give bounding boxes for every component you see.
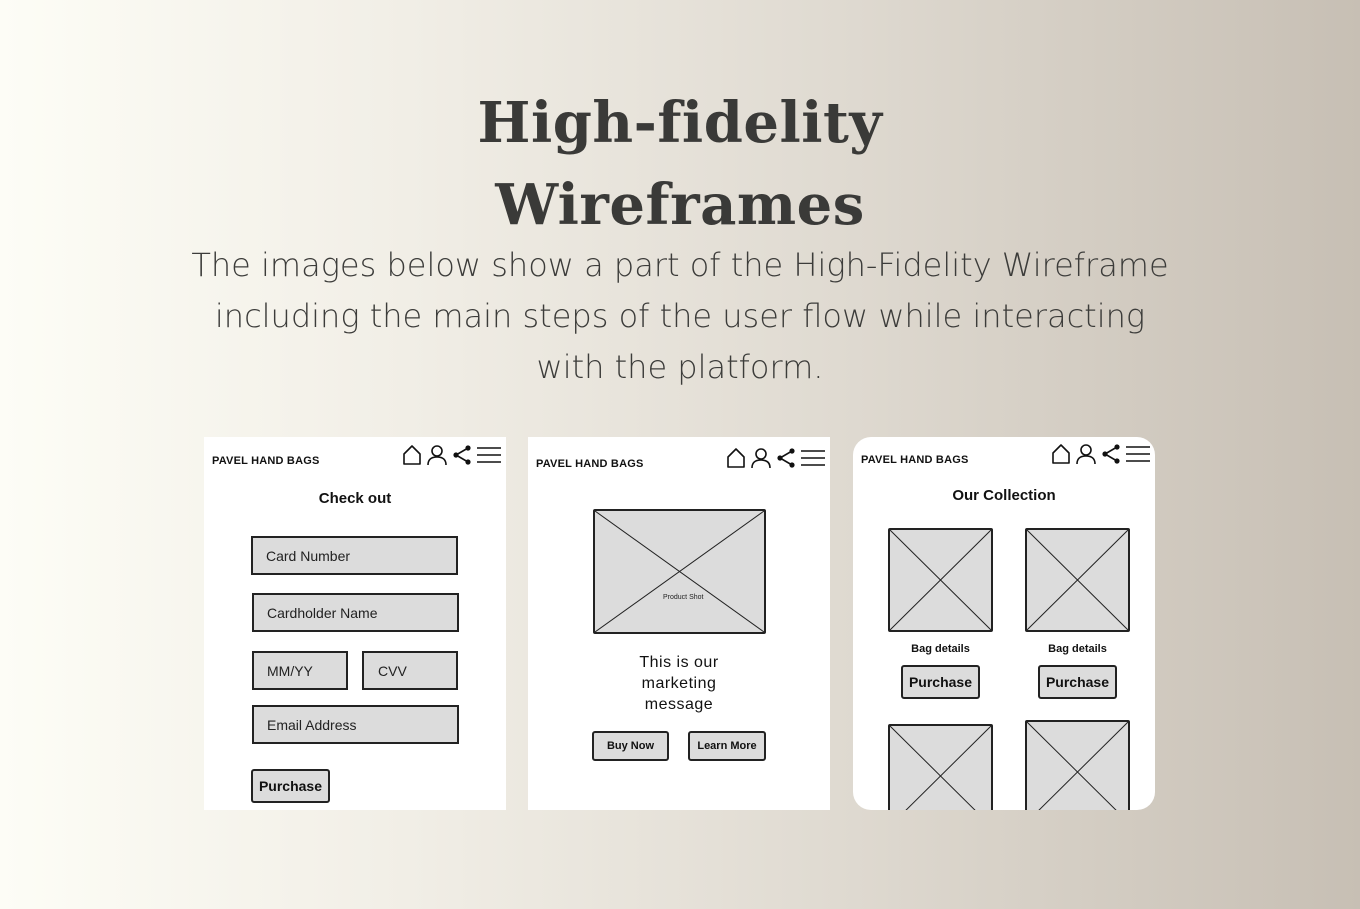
expiry-field[interactable]: MM/YY [252,651,348,690]
nav-icons [402,444,502,466]
email-placeholder: Email Address [267,716,357,733]
learn-more-button[interactable]: Learn More [688,731,766,761]
home-icon[interactable] [1051,443,1071,465]
product-shot-label: Product Shot [663,594,704,601]
cvv-field[interactable]: CVV [362,651,458,690]
home-icon[interactable] [726,447,746,469]
heading-line-1: High-fidelity [477,89,883,156]
card-number-field[interactable]: Card Number [251,536,458,575]
marketing-message: This is our marketing message [528,652,830,715]
nav-icons [1051,443,1151,465]
menu-icon[interactable] [1125,443,1151,465]
marketing-line-1: This is our [639,654,719,671]
checkout-screen: PAVEL HAND BAGS Check out Card Number Ca… [204,437,506,810]
product-shot-placeholder: Product Shot [593,509,766,634]
heading-line-2: Wireframes [495,171,865,238]
user-icon[interactable] [750,447,772,469]
purchase-button[interactable]: Purchase [251,769,330,803]
user-icon[interactable] [1075,443,1097,465]
bag-details-caption: Bag details [911,643,970,655]
purchase-button[interactable]: Purchase [901,665,980,699]
email-field[interactable]: Email Address [252,705,459,744]
cardholder-name-field[interactable]: Cardholder Name [252,593,459,632]
brand-name: PAVEL HAND BAGS [536,458,644,470]
menu-icon[interactable] [476,444,502,466]
nav-icons [726,447,826,469]
bag-details-caption: Bag details [1048,643,1107,655]
bag-image-placeholder[interactable] [888,724,993,810]
share-icon[interactable] [1101,443,1121,465]
collection-screen: PAVEL HAND BAGS Our Collection Bag detai… [853,437,1155,810]
home-screen: PAVEL HAND BAGS Product Shot This is our… [528,437,830,810]
bag-image-placeholder[interactable] [1025,528,1130,632]
user-icon[interactable] [426,444,448,466]
share-icon[interactable] [776,447,796,469]
collection-title: Our Collection [952,487,1056,504]
cvv-placeholder: CVV [378,662,407,679]
menu-icon[interactable] [800,447,826,469]
page-heading: High-fidelity Wireframes [0,82,1360,246]
share-icon[interactable] [452,444,472,466]
expiry-placeholder: MM/YY [267,662,313,679]
cardholder-name-placeholder: Cardholder Name [267,604,378,621]
card-number-placeholder: Card Number [266,547,351,564]
brand-name: PAVEL HAND BAGS [861,454,969,466]
brand-name: PAVEL HAND BAGS [212,455,320,467]
purchase-button[interactable]: Purchase [1038,665,1117,699]
checkout-title: Check out [318,490,392,507]
marketing-line-2: marketing [641,675,717,692]
bag-image-placeholder[interactable] [888,528,993,632]
buy-now-button[interactable]: Buy Now [592,731,669,761]
page-description: The images below show a part of the High… [191,246,1169,386]
marketing-line-3: message [644,696,714,713]
bag-image-placeholder[interactable] [1025,720,1130,810]
home-icon[interactable] [402,444,422,466]
